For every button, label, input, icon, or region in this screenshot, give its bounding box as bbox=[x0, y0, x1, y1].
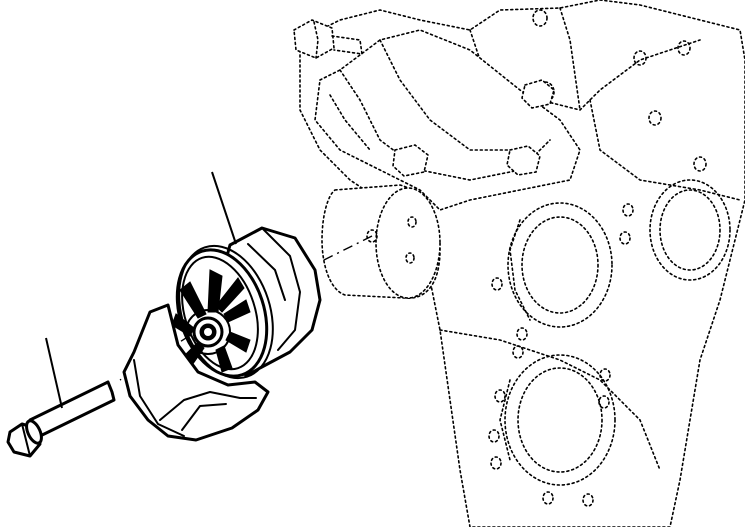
bracket-top-bolt bbox=[293, 19, 363, 59]
assembly-axis-line bbox=[319, 235, 373, 263]
water-pump bbox=[122, 171, 322, 442]
pump-pulley bbox=[321, 184, 441, 299]
pump-leader-line bbox=[211, 171, 237, 245]
pump-gasket bbox=[122, 303, 270, 442]
mounting-bracket bbox=[314, 29, 581, 211]
impeller bbox=[171, 269, 251, 373]
mounting-bolt bbox=[6, 337, 116, 458]
bolt-leader-line bbox=[45, 337, 63, 409]
